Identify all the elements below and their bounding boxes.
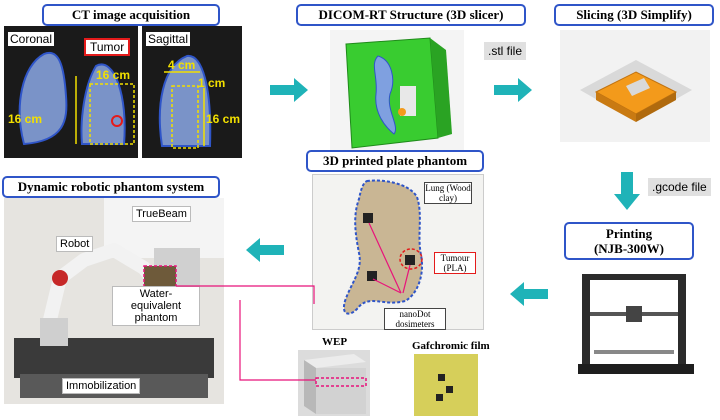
- printer-image: [574, 268, 698, 378]
- printer-drawing: [578, 274, 694, 374]
- nanodot-label: nanoDot dosimeters: [384, 308, 446, 330]
- gafchromic-image: [414, 354, 478, 416]
- lung-label: Lung (Wood clay): [424, 182, 472, 204]
- robot-system-title: Dynamic robotic phantom system: [2, 176, 220, 198]
- plate-title: 3D printed plate phantom: [306, 150, 484, 172]
- ct-dim-16c: 16 cm: [206, 112, 241, 126]
- ct-dim-16b: 16 cm: [96, 68, 131, 82]
- robot-label: Robot: [56, 236, 94, 252]
- tumor-label: Tumor: [84, 38, 131, 56]
- sagittal-lung-drawing: [158, 54, 212, 149]
- arrow-printing-to-plate: [510, 282, 548, 306]
- ct-dim-16a: 16 cm: [8, 112, 43, 126]
- wep-label: WEP: [322, 336, 348, 348]
- wep-block-drawing: [304, 354, 367, 414]
- arrow-dicom-to-slicing: [494, 78, 532, 102]
- ct-sagittal-image: [142, 26, 242, 158]
- stl-file-tag: .stl file: [484, 42, 527, 60]
- immobilization-label: Immobilization: [62, 378, 141, 394]
- coronal-label: Coronal: [8, 32, 55, 46]
- ct-dim-4: 4 cm: [168, 58, 196, 72]
- truebeam-label: TrueBeam: [132, 206, 191, 222]
- slicing-view: [560, 30, 710, 142]
- printing-title: Printing (NJB-300W): [564, 222, 694, 260]
- plate-lung-drawing: [343, 179, 423, 315]
- printing-title-line2: (NJB-300W): [593, 241, 665, 256]
- ct-dim-1: 1 cm: [198, 76, 226, 90]
- gafchromic-film-drawing: [436, 374, 453, 401]
- arrow-ct-to-dicom: [270, 78, 308, 102]
- dicom-green-model: [345, 37, 452, 149]
- arrow-plate-to-robot: [246, 238, 284, 262]
- sagittal-label: Sagittal: [146, 32, 191, 46]
- dicom-3d-view: [330, 30, 464, 150]
- gcode-file-tag: .gcode file: [648, 178, 711, 196]
- slicing-orange-model: [580, 60, 692, 122]
- tumour-label: Tumour (PLA): [434, 252, 476, 274]
- ct-title: CT image acquisition: [42, 4, 220, 26]
- water-phantom-label: Water-equivalent phantom: [112, 286, 200, 326]
- coronal-lung-drawing: [18, 51, 135, 146]
- arrow-slicing-to-printing: [614, 172, 640, 210]
- dicom-title: DICOM-RT Structure (3D slicer): [296, 4, 526, 26]
- gafchromic-label: Gafchromic film: [412, 340, 490, 352]
- printing-title-line1: Printing: [605, 226, 653, 241]
- wep-image: [298, 350, 370, 416]
- slicing-title: Slicing (3D Simplify): [554, 4, 714, 26]
